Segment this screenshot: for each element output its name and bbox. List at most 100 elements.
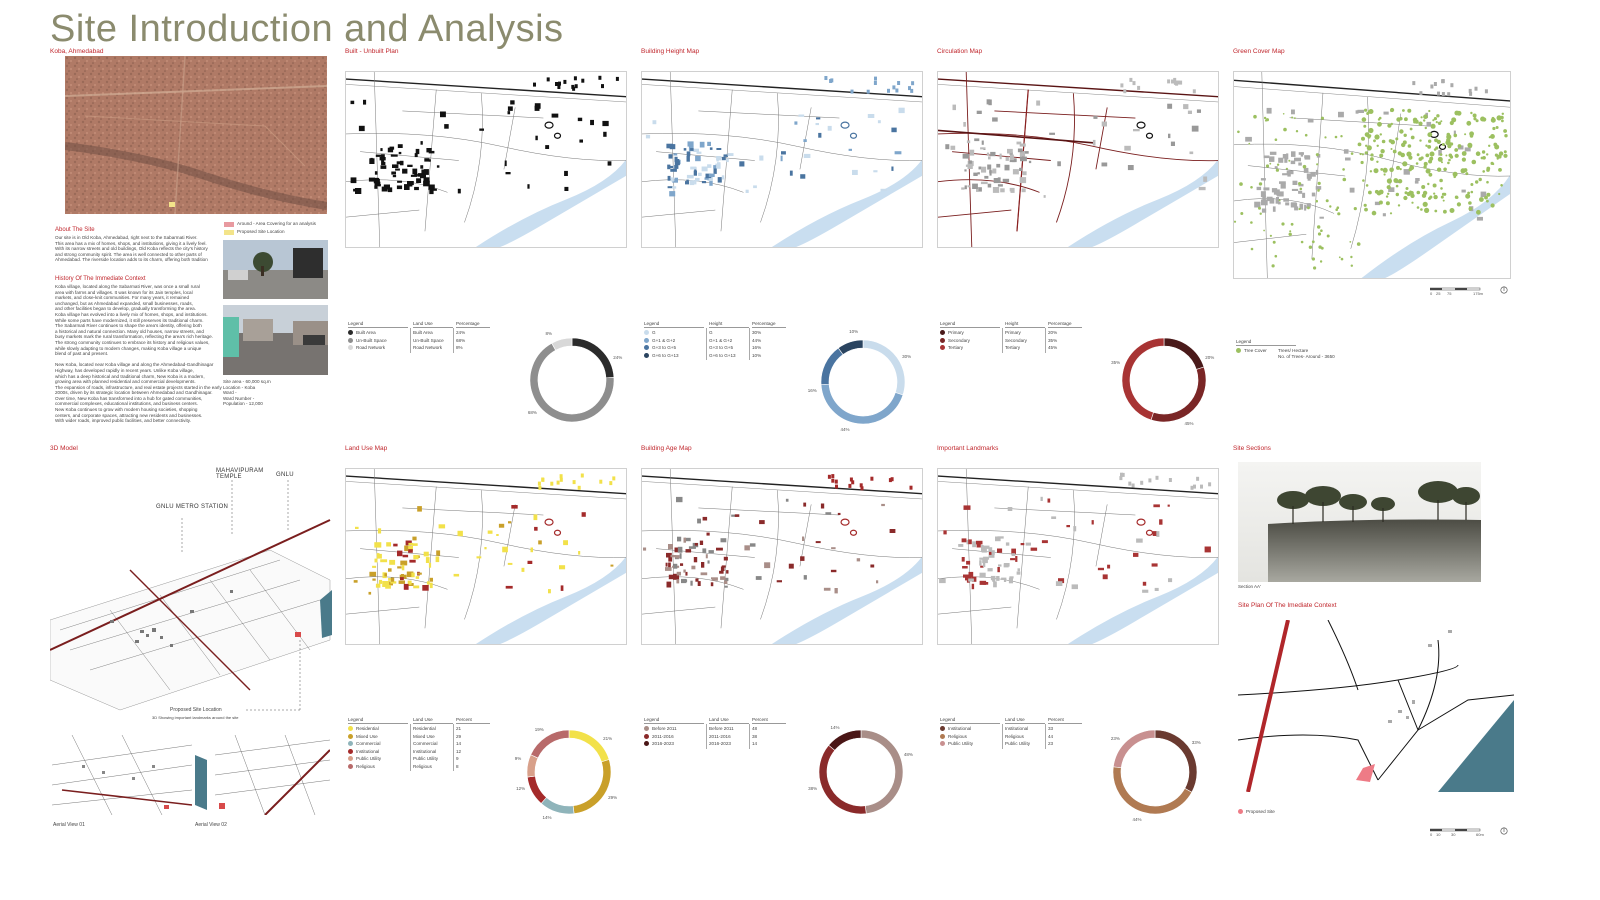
donut-slice — [820, 347, 844, 385]
donut-label: 23% — [1110, 736, 1120, 742]
text-line: commercial complexes, educational instit… — [55, 401, 198, 407]
proposed-site-caption: Proposed Site Location — [170, 707, 222, 713]
aerial-caption-2: Aerial View 02 — [195, 822, 227, 828]
legend-swatch-icon — [348, 330, 353, 335]
legend-item: Road Network — [348, 344, 385, 351]
legend-pct: 16% — [752, 345, 762, 350]
legend-use: Tertiary — [1005, 345, 1021, 350]
legend-item: Primary — [940, 329, 964, 336]
text-line: markets, and close-knit communities. For… — [55, 295, 190, 301]
site-section-graphic — [1238, 462, 1481, 582]
legend-swatch-icon — [644, 345, 649, 350]
donut-label: 21% — [603, 736, 613, 742]
donut-slice — [818, 744, 867, 815]
legend-label: Secondary — [948, 337, 970, 343]
legend-header: Land Use — [1005, 716, 1045, 724]
text-line: a historical and natural connection. Man… — [55, 328, 204, 334]
legend-use: 2016-2023 — [709, 741, 731, 746]
donut-slice — [860, 729, 904, 815]
text-line: Ward - — [223, 390, 237, 396]
donut-slice — [862, 339, 906, 396]
legend-item: Commercial — [348, 740, 381, 747]
text-line: centers, and corporate spaces, attractin… — [55, 412, 203, 418]
legend-label: Residential — [356, 726, 379, 731]
donut-label: 14% — [542, 815, 552, 821]
legend-item: Before 2011 — [644, 725, 677, 732]
legend-swatch-icon — [940, 345, 945, 350]
legend-use: Residential — [413, 726, 436, 731]
legend-label: Tree Cover — [1244, 348, 1267, 353]
map-graphic — [642, 72, 922, 247]
text-line: The expansion of roads, infrastructure, … — [55, 384, 222, 390]
donut-slice — [526, 754, 539, 778]
map — [641, 468, 923, 645]
legend-header: Land Use — [413, 716, 453, 724]
legend-header: Percent — [1048, 716, 1082, 724]
legend-header: Legend — [644, 716, 704, 724]
legend-label: 2011-2016 — [652, 733, 674, 739]
legend-use: Trees/ Hectare — [1278, 348, 1309, 353]
text-line: New Koba continues to grow with modern h… — [55, 407, 198, 413]
legend-swatch-icon — [644, 741, 649, 746]
text-line: Ward Number - — [223, 395, 255, 401]
donut-slice — [1163, 337, 1205, 370]
panel-title: Circulation Map — [937, 48, 983, 55]
text-line: Site area - 60,000 sq.m — [223, 379, 271, 384]
legend-swatch-icon — [348, 763, 353, 769]
map-graphic — [938, 72, 1218, 247]
legend-pct: 24% — [456, 330, 466, 335]
legend-item: G — [644, 329, 656, 336]
donut-label: 12% — [516, 786, 526, 792]
legend-label: Public Utility — [948, 741, 974, 746]
legend-label: Institutional — [948, 726, 972, 731]
text-line: Koba village has evolved into a lively m… — [55, 311, 208, 317]
model-caption: 3D Showing important landmarks around th… — [152, 715, 239, 720]
legend-use: Built Area — [413, 330, 433, 335]
aerial-view-graphic — [195, 735, 330, 815]
panel-title: Green Cover Map — [1233, 48, 1285, 55]
legend-pct: 20% — [1048, 330, 1058, 335]
legend-use: Religious — [1005, 733, 1024, 739]
donut-slice — [1154, 729, 1198, 793]
legend-header: Legend — [940, 320, 1000, 328]
donut-chart — [1121, 337, 1207, 423]
map — [1233, 71, 1511, 279]
donut-label: 29% — [608, 794, 618, 800]
legend-label: G+6 to G+13 — [652, 352, 679, 358]
donut-label: 44% — [1132, 816, 1142, 822]
legend-divider — [706, 724, 707, 749]
legend-item: Institutional — [348, 748, 379, 755]
legend-pct: No. of Trees- Around - 3650 — [1278, 354, 1335, 359]
satellite-image — [65, 56, 327, 214]
legend-use: Public Utility — [413, 756, 439, 761]
location-legend-item: Around - Area Covering for an analysis — [224, 220, 316, 228]
street-photo-graphic — [223, 305, 328, 375]
north-arrow-icon — [1500, 827, 1508, 835]
donut-label: 20% — [1205, 355, 1215, 361]
scale-bar-top: 0 25 75 175m — [1430, 286, 1520, 298]
site-plan-map — [1238, 620, 1514, 792]
legend-label: G+3 to G+5 — [652, 345, 677, 350]
legend-swatch-icon — [348, 726, 353, 731]
legend-swatch-icon — [644, 733, 649, 739]
legend-pct: 29 — [456, 733, 462, 739]
donut-slice — [571, 337, 615, 379]
text-line: unchanged, but as Ahmedabad expanded, sm… — [55, 300, 193, 306]
legend-item: Built Area — [348, 329, 376, 336]
legend-item: Tree Cover — [1236, 347, 1267, 354]
site-plan-heading: Site Plan Of The Imediate Context — [1238, 602, 1337, 609]
donut-label: 38% — [808, 786, 818, 792]
text-line: Over time, New Koba has transformed into… — [55, 395, 203, 401]
about-text: Our site is in Old Koba, Ahmedabad, righ… — [55, 235, 223, 263]
location-legend-item: Proposed Site Location — [224, 228, 316, 236]
panel-title: Building Height Map — [641, 48, 700, 55]
legend-swatch-icon — [644, 352, 649, 358]
legend-label: Mixed Use — [356, 733, 378, 739]
legend-item: Tertiary — [940, 344, 963, 351]
street-photo-2 — [223, 305, 328, 375]
map — [641, 71, 923, 248]
legend-pct: 48 — [752, 726, 758, 731]
map — [345, 468, 627, 645]
